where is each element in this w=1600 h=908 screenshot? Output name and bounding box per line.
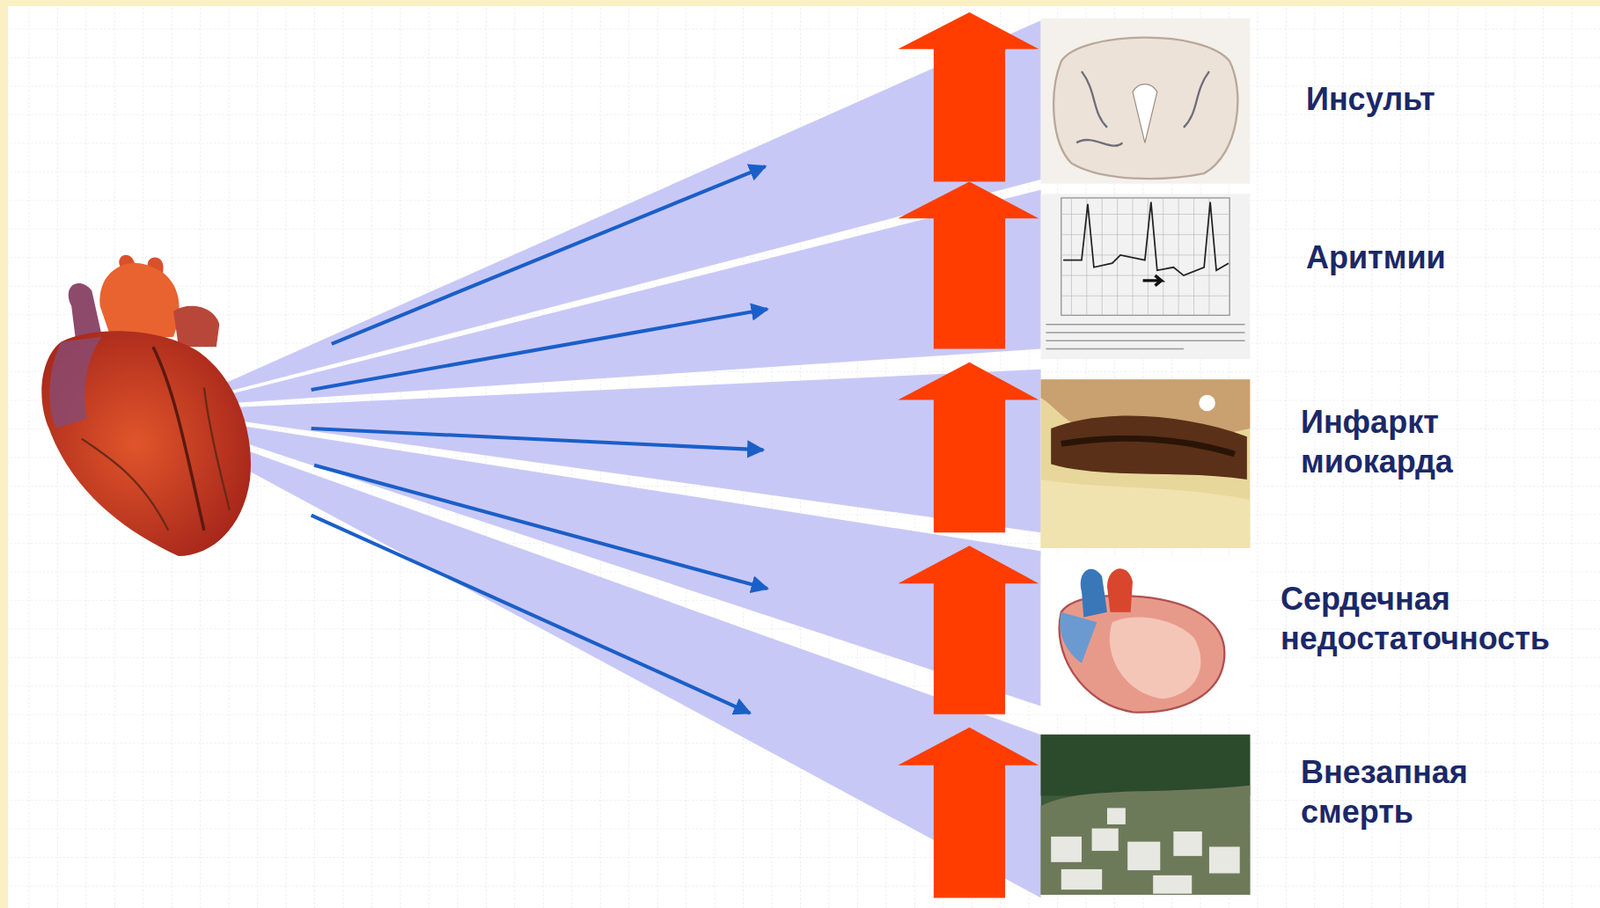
blue-arrow <box>311 166 768 714</box>
grid <box>7 6 1600 908</box>
cemetery-image <box>1041 734 1251 896</box>
fan-band <box>219 20 1041 898</box>
infarct-image <box>1041 379 1251 548</box>
outcome-label: Инсульт <box>1306 79 1436 119</box>
heart-section-image <box>1041 556 1251 715</box>
ecg-image <box>1041 193 1251 360</box>
brain-image <box>1041 18 1251 184</box>
outcome-label: Внезапная смерть <box>1300 752 1468 832</box>
red-arrow <box>897 12 1039 898</box>
outcome-label: Сердечная недостаточность <box>1280 579 1550 659</box>
outcome-label: Аритмии <box>1306 237 1446 278</box>
outcome-label: Инфаркт миокарда <box>1300 402 1454 482</box>
heart-illustration <box>41 255 251 557</box>
